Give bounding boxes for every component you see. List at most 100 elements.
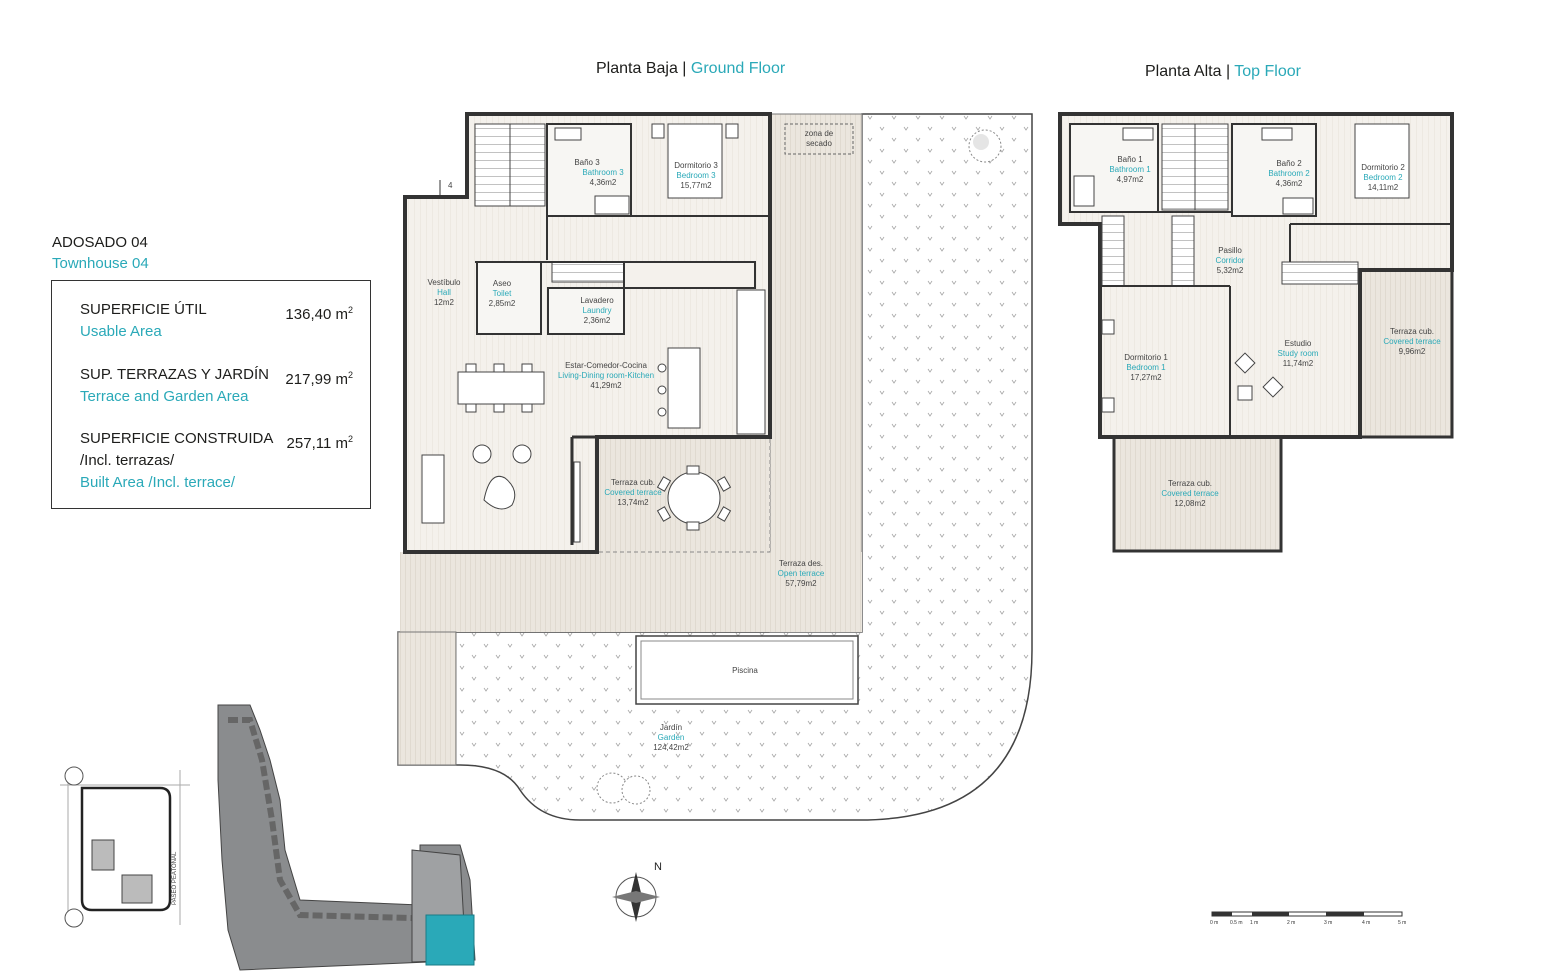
tree-top [968,129,1002,163]
open-terrace-deck [400,552,862,632]
corridor-area: 5,32m2 [1217,266,1244,275]
living-area: 41,29m2 [590,381,622,390]
covered-terrace-area-label: 13,74m2 [617,498,649,507]
sofa [421,454,445,524]
bed1-label-en: Bedroom 1 [1126,363,1166,372]
usable-area-label-en: Usable Area [80,323,162,340]
north-compass: N [612,861,662,922]
laundry-label-es: Lavadero [580,296,614,305]
terrace-right-label-es: Terraza cub. [1390,327,1434,336]
hall-label-es: Vestíbulo [428,278,461,287]
toilet-label-es: Aseo [493,279,512,288]
terrace-right-area: 9,96m2 [1399,347,1426,356]
highlighted-unit [425,914,475,966]
unit-name-es: ADOSADO 04 [52,234,148,251]
toilet-room [476,261,542,335]
open-terrace-area: 57,79m2 [785,579,817,588]
toilet-label-en: Toilet [493,289,512,298]
terrace-bottom-label-en: Covered terrace [1161,489,1219,498]
compass-north-label: N [654,861,662,873]
terrace-area-label-es: SUP. TERRAZAS Y JARDÍN [80,366,269,383]
top-floor-title: Planta Alta | Top Floor [1145,63,1301,81]
corridor-label-en: Corridor [1216,256,1245,265]
scale-tick: 0.5 m [1230,920,1243,926]
garden-label-es: Jardín [660,723,682,732]
pool-label: Piscina [732,666,758,675]
bed2-label-en: Bedroom 2 [1363,173,1403,182]
garden-area-label: 124,42m2 [653,743,689,752]
terrace-area-row: SUP. TERRAZAS Y JARDÍN Terrace and Garde… [80,364,360,408]
toilet-area: 2,85m2 [489,299,516,308]
terrace-bottom-area: 12,08m2 [1174,499,1206,508]
scale-tick: 2 m [1287,920,1295,926]
laundry-label-en: Laundry [583,306,612,315]
bed1-label-es: Dormitorio 1 [1124,353,1168,362]
unit-name-en: Townhouse 04 [52,255,149,272]
usable-area-row: SUPERFICIE ÚTIL Usable Area 136,40 m2 [80,299,360,343]
drying-strip [769,113,863,633]
title-separator: | [682,60,687,77]
entrance-number: 4 [448,181,453,190]
top-covered-terrace-bottom [1112,435,1283,553]
scale-tick: 0 m [1210,920,1218,926]
terrace-round-table [667,471,721,525]
title-separator: | [1225,63,1231,80]
top-floor-plan: Baño 1 Bathroom 1 4,97m2 Baño 2 Bathroom… [1058,112,1454,553]
terrace-area-value: 217,99 m2 [285,370,353,388]
bath2-label-en: Bathroom 2 [1268,169,1310,178]
bed3-label-es: Dormitorio 3 [674,161,718,170]
bed2-area: 14,11m2 [1368,183,1399,192]
pathway-deck [397,631,457,766]
built-area-value: 257,11 m2 [286,434,353,452]
ground-floor-title: Planta Baja | Ground Floor [596,60,785,78]
unit-heading: ADOSADO 04 Townhouse 04 [52,232,149,274]
ground-floor-title-es: Planta Baja [596,60,678,77]
study-label-en: Study room [1278,349,1319,358]
site-location-map: PASEO PEATONAL [60,704,476,971]
garden-label-en: Garden [658,733,685,742]
bath3-area: 4,36m2 [590,178,617,187]
hall-area: 12m2 [434,298,455,307]
pool [635,635,859,705]
site-street-label: PASEO PEATONAL [172,851,178,905]
bath3-label-es: Baño 3 [574,158,600,167]
bath2-area: 4,36m2 [1276,179,1303,188]
scale-tick: 3 m [1324,920,1332,926]
terrace-bottom-label-es: Terraza cub. [1168,479,1212,488]
bed3-area: 15,77m2 [680,181,712,190]
terrace-area-label-en: Terrace and Garden Area [80,388,249,405]
scale-ticks: 0 m 0.5 m 1 m 2 m 3 m 4 m 5 m [1210,920,1406,926]
scale-tick: 1 m [1250,920,1258,926]
corridor-label-es: Pasillo [1218,246,1242,255]
bath3-label-en: Bathroom 3 [582,168,624,177]
usable-area-value: 136,40 m2 [285,305,353,323]
laundry-area: 2,36m2 [584,316,611,325]
bath1-area: 4,97m2 [1117,175,1144,184]
ground-floor-title-en: Ground Floor [690,60,786,77]
bath1-label-es: Baño 1 [1117,155,1143,164]
laundry-room [547,287,625,335]
bed1-area: 17,27m2 [1130,373,1162,382]
kitchen-island [667,347,701,429]
living-label-es: Estar-Comedor-Cocina [565,361,647,370]
kitchen-counter [736,289,766,435]
drying-label-1: zona de [805,129,834,138]
bed2-label-es: Dormitorio 2 [1361,163,1405,172]
scale-bar: 0 m 0.5 m 1 m 2 m 3 m 4 m 5 m [1210,911,1406,926]
bed3-label-en: Bedroom 3 [676,171,716,180]
scale-tick: 4 m [1362,920,1370,926]
open-terrace-label-en: Open terrace [778,569,825,578]
study-area: 11,74m2 [1283,359,1314,368]
ground-floor-plan: 4 Baño 3 Bathroom 3 4,36m2 Dormitorio 3 … [397,112,1033,821]
built-area-label-es2: /Incl. terrazas/ [80,452,175,469]
built-area-label-es: SUPERFICIE CONSTRUIDA [80,430,274,447]
covered-terrace-label-es: Terraza cub. [611,478,655,487]
living-label-en: Living-Dining room-Kitchen [558,371,654,380]
open-terrace-label-es: Terraza des. [779,559,823,568]
study-label-es: Estudio [1285,339,1312,348]
built-area-row: SUPERFICIE CONSTRUIDA /Incl. terrazas/ B… [80,428,360,494]
built-area-label-en: Built Area /Incl. terrace/ [80,474,236,491]
bath2-label-es: Baño 2 [1276,159,1302,168]
